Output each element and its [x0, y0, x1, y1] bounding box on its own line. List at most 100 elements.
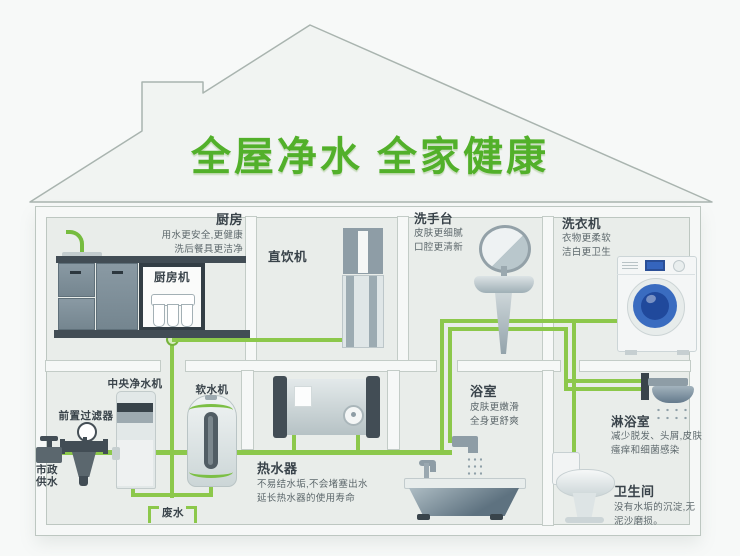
shower-mount: [641, 373, 649, 400]
bath-spout-block: [452, 436, 478, 447]
water-heater-desc-2: 延长热水器的使用寿命: [257, 492, 356, 504]
wall-heater-right: [388, 371, 399, 449]
washbasin-desc-2: 口腔更清新: [414, 242, 464, 254]
pipe-shower-riser-inner: [572, 319, 576, 391]
pipe-shower-riser-outer: [564, 327, 568, 387]
dispenser-column-left: [346, 276, 354, 347]
main-title: 全屋净水 全家健康: [190, 135, 550, 179]
purifier-mid-band: [117, 412, 153, 423]
prefilter-nub: [79, 476, 88, 486]
pipe-waste-purifier: [131, 486, 135, 495]
ro-filter-cartridge-3: [181, 304, 193, 327]
washing-machine-label: 洗衣机 衣物更柔软 洁白更卫生: [562, 216, 672, 260]
toilet-room-label: 卫生间 没有水垢的沉淀,无 泥沙磨损。: [614, 484, 706, 528]
pipe-main-supply: [40, 450, 452, 455]
pipe-washer-feed: [572, 319, 618, 323]
kitchen-label: 厨房 用水更安全,更健康 洗后餐具更洁净: [118, 212, 243, 256]
washing-machine-desc-1: 衣物更柔软: [562, 233, 612, 245]
wall-heater-left: [242, 371, 253, 449]
bathtub-body: [409, 488, 519, 516]
kitchen-faucet-icon: [66, 230, 84, 259]
cabinet-handle-2: [112, 271, 123, 274]
softener-slot-inner: [208, 416, 213, 465]
pipe-bath-riser-outer: [440, 319, 444, 453]
washbasin-desc-1: 皮肤更细腻: [414, 228, 464, 240]
basin-tap: [501, 266, 507, 277]
washer-foot-1: [625, 350, 637, 355]
pipe-waste-bracket-left: [148, 506, 151, 523]
kitchen-desc-2: 洗后餐具更洁净: [174, 243, 243, 255]
purifier-dark-band: [117, 403, 153, 412]
pre-filter-label: 前置过滤器: [58, 410, 114, 422]
washbasin-title: 洗手台: [414, 212, 454, 226]
tub-faucet-stem: [424, 463, 429, 480]
heater-dial-dot: [351, 412, 356, 417]
washer-foot-2: [677, 350, 689, 355]
pipe-waste-bracket-right-top: [186, 506, 197, 509]
prefilter-flange-left: [60, 439, 65, 454]
pipe-waste-bracket-left-top: [148, 506, 159, 509]
shower-room-desc-1: 减少脱发、头屑,皮肤: [611, 431, 703, 443]
kitchen-cabinet-3: [96, 263, 138, 330]
washer-display: [645, 260, 665, 271]
wall-floor-1: [46, 361, 160, 371]
softener-cap: [205, 395, 217, 400]
shower-head-icon: [652, 386, 694, 403]
toilet-base: [572, 493, 597, 519]
wall-bathroom-divider: [543, 371, 553, 525]
kitchen-sink: [62, 252, 102, 257]
washer-drum-glass: [641, 292, 669, 320]
prefilter-gauge-stem: [83, 437, 87, 442]
ro-filter-cartridge-2: [167, 304, 179, 327]
bathroom-label: 浴室 皮肤更嫩滑 全身更舒爽: [470, 384, 550, 428]
drinking-machine-label: 直饮机: [268, 250, 308, 264]
prefilter-gauge: [77, 422, 97, 442]
bathroom-desc-2: 全身更舒爽: [470, 415, 520, 427]
wall-floor-3: [458, 361, 560, 371]
bathroom-title: 浴室: [470, 384, 498, 399]
valve-body: [36, 447, 62, 463]
kitchen-cabinet-2: [58, 298, 95, 330]
washer-model-lines: [622, 262, 638, 269]
toilet-room-desc-2: 泥沙磨损。: [614, 515, 664, 527]
pipe-waste-bracket-right: [194, 506, 197, 523]
prefilter-tee: [63, 441, 105, 452]
softener-green-band-top: [189, 404, 233, 416]
kitchen-cabinet-1: [58, 263, 95, 297]
kitchen-base-bar: [54, 330, 250, 338]
washing-machine-desc-2: 洁白更卫生: [562, 247, 612, 259]
cabinet-handle-1: [70, 271, 81, 274]
water-heater-desc-1: 不易结水垢,不会堵塞出水: [257, 478, 368, 490]
bathtub-foot-1: [417, 514, 430, 520]
heater-sticker: [294, 386, 312, 407]
pipe-drinking-feed: [172, 338, 348, 342]
pipe-kitchen-riser: [170, 334, 174, 498]
kitchen-title: 厨房: [215, 212, 243, 227]
toilet-room-desc-1: 没有水垢的沉淀,无: [614, 501, 696, 513]
pipe-toilet-feed: [572, 391, 576, 455]
municipal-supply-line-1: 市政: [36, 464, 58, 476]
bathtub-rim: [404, 478, 526, 489]
bathtub-foot-2: [490, 514, 503, 520]
central-purifier-label: 中央净水机: [107, 378, 163, 390]
wall-drinking-divider: [398, 217, 408, 361]
dispenser-column-right: [369, 276, 377, 347]
water-heater-title: 热水器: [257, 461, 298, 476]
shower-spray-dots: [654, 406, 692, 421]
shower-room-desc-2: 瘙痒和细菌感染: [611, 445, 680, 457]
pipe-heater-stub-1: [292, 432, 296, 452]
valve-stem: [47, 441, 52, 448]
heater-cap-left: [273, 376, 287, 438]
pipe-heater-stub-2: [356, 432, 360, 452]
pipe-bath-riser-inner: [448, 327, 452, 443]
waste-water-label: 废水: [162, 507, 184, 519]
prefilter-flange-right: [103, 439, 108, 454]
purifier-lower: [117, 440, 153, 486]
valve-handle: [40, 436, 58, 441]
shower-arm: [648, 378, 688, 386]
bathroom-desc-1: 皮肤更嫩滑: [470, 401, 520, 413]
water-heater-label: 热水器 不易结水垢,不会堵塞出水 延长热水器的使用寿命: [257, 461, 387, 505]
pipe-waste-softener: [209, 483, 213, 495]
